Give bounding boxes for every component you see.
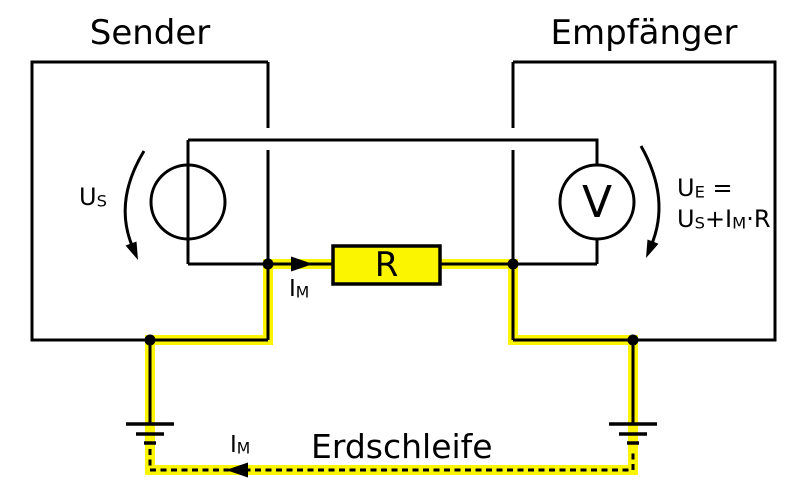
- empfaenger-title: Empfänger: [550, 13, 738, 53]
- ground-stems: [148, 340, 635, 424]
- junction-dot: [262, 258, 274, 270]
- erdschleife-label: Erdschleife: [311, 427, 493, 466]
- im-current-label-bottom: IM: [230, 432, 251, 458]
- ground-symbol-right: [609, 422, 657, 445]
- us-direction-arrow-icon: [125, 241, 138, 260]
- sender-title: Sender: [89, 13, 211, 53]
- us-voltage-label: US: [79, 183, 107, 211]
- ue-direction-arc: [639, 145, 661, 247]
- ue-direction-arrow-icon: [646, 239, 659, 258]
- resistor-label: R: [374, 245, 399, 285]
- resistor-box: [331, 244, 442, 286]
- current-arrow-icon: [291, 256, 313, 272]
- signal-wires: [186, 138, 599, 266]
- us-direction-arc: [123, 150, 146, 249]
- ground-loop-dashed-wire: [148, 449, 635, 472]
- ground-symbol-left: [126, 422, 174, 445]
- im-current-label-mid: IM: [289, 276, 310, 302]
- ue-equation-label: UE =US+IM·R: [677, 174, 771, 233]
- ground-loop-arrow-icon: [226, 462, 248, 478]
- empfaenger-box: [511, 60, 777, 342]
- junction-dot: [507, 258, 519, 270]
- voltmeter-label: V: [581, 177, 613, 228]
